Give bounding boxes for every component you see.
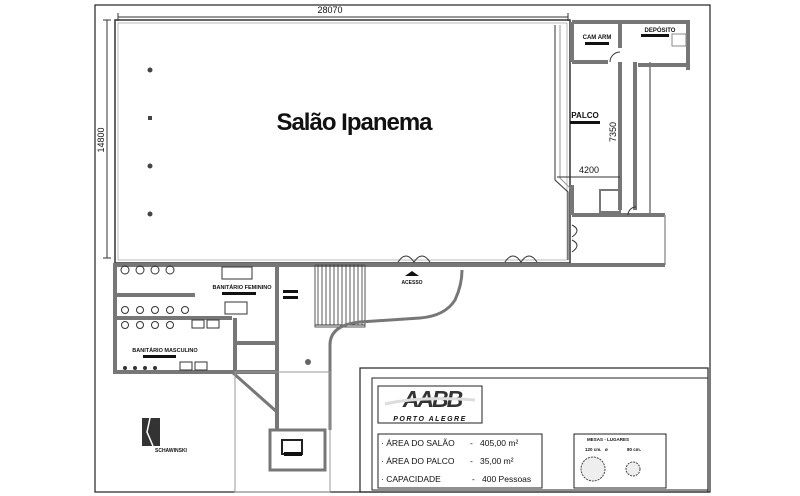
info-label: · ÁREA DO PALCO (381, 456, 455, 466)
column (147, 67, 153, 73)
table-legend: MESAS - LUGARES 120 cm. ø 80 cm. (573, 433, 667, 489)
restrooms: BANITÁRIO FEMININO BANITÁRIO MASCULINO (113, 263, 279, 374)
column (148, 116, 152, 120)
round-table-large-icon (580, 456, 606, 482)
legend-size-large: 120 cm. (585, 447, 602, 452)
dimension-height: 14800 (96, 19, 111, 259)
dimension-width: 28070 (117, 5, 569, 21)
stage-area: CAM ARM DEPÓSITO PALCO 7350 4200 (554, 20, 690, 265)
round-table-small-icon (625, 461, 641, 477)
male-restroom-label: BANITÁRIO MASCULINO (132, 347, 198, 354)
entrance-arrow-icon (405, 271, 419, 276)
hall-doors[interactable] (397, 255, 538, 263)
area-info-box: · ÁREA DO SALÃO - 405,00 m² · ÁREA DO PA… (377, 433, 543, 489)
width-dimension-label: 28070 (317, 5, 342, 15)
info-value: 400 Pessoas (482, 474, 531, 484)
info-separator: - (470, 438, 473, 448)
architect-logo: SCHAWINSKI (142, 417, 188, 454)
aabb-logo: AABB PORTO ALEGRE (377, 385, 483, 424)
architect-logo-text: SCHAWINSKI (155, 448, 188, 454)
info-separator: - (470, 456, 473, 466)
legend-symbol: ø (605, 447, 608, 452)
info-label: · CAPACIDADE (381, 474, 441, 484)
storage-label: CAM ARM (583, 35, 612, 41)
stage-width-dimension: 4200 (579, 165, 599, 175)
info-value: 405,00 m² (480, 438, 518, 448)
female-restroom-label: BANITÁRIO FEMININO (213, 284, 273, 291)
deposit-label: DEPÓSITO (645, 26, 676, 34)
stage-depth-dimension: 7350 (608, 122, 618, 142)
main-hall: Salão Ipanema (114, 19, 571, 264)
aabb-logo-subtitle: PORTO ALEGRE (393, 416, 467, 423)
info-panel (371, 377, 709, 491)
stairs (283, 264, 366, 328)
entrance-label: ACESSO (401, 280, 422, 286)
corridor (231, 265, 464, 493)
column (147, 211, 153, 217)
stage-label: PALCO (571, 111, 598, 120)
height-dimension-label: 14800 (96, 127, 106, 152)
hall-title: Salão Ipanema (276, 109, 433, 136)
entrance-marker: ACESSO (401, 271, 423, 286)
info-label: · ÁREA DO SALÃO (381, 438, 455, 448)
legend-title: MESAS - LUGARES (587, 437, 629, 442)
info-value: 35,00 m² (480, 456, 514, 466)
column (147, 163, 153, 169)
legend-size-small: 80 cm. (627, 447, 641, 452)
info-separator: - (472, 474, 475, 484)
